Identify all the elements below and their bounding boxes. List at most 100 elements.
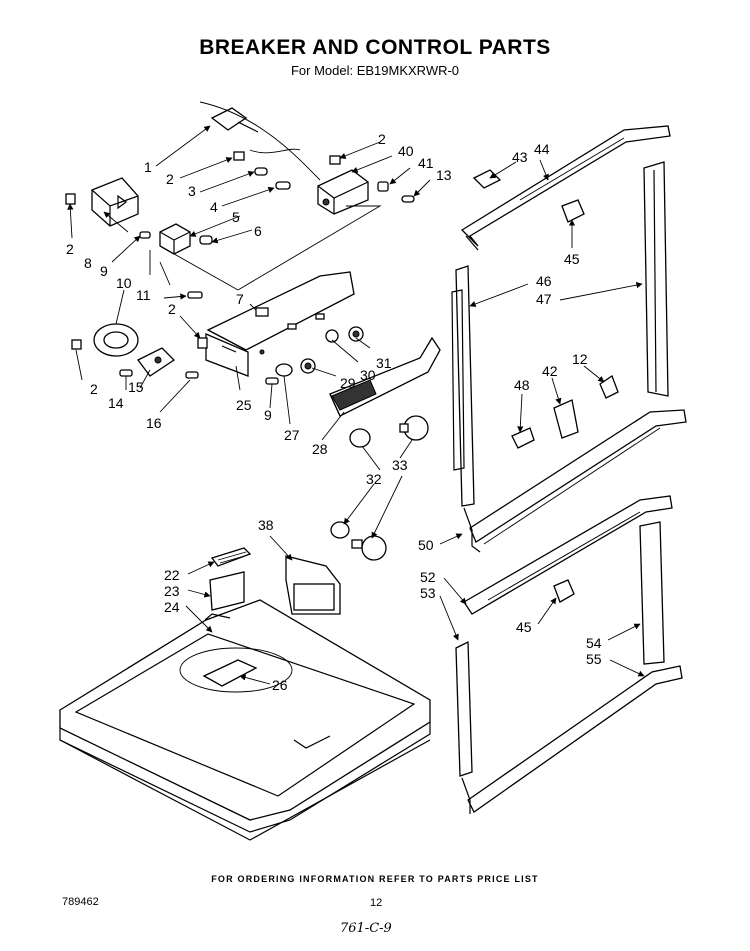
document-number: 789462 [62, 896, 99, 908]
handwritten-note: 761-C-9 [340, 921, 392, 936]
part-41-cap [377, 181, 389, 192]
callout-44: 44 [534, 141, 550, 157]
callout-46: 46 [536, 273, 552, 289]
ordering-note: FOR ORDERING INFORMATION REFER TO PARTS … [211, 874, 539, 884]
part-26-cutout [179, 647, 293, 693]
callout-6: 6 [254, 223, 262, 239]
callout-45-b: 45 [516, 619, 532, 635]
page-number: 12 [370, 897, 383, 909]
part-2-screw [65, 193, 76, 205]
callout-25: 25 [236, 397, 252, 413]
part-46-left-rail [451, 265, 475, 507]
part-32-socket [349, 428, 371, 448]
part-24-bottom-panel [59, 599, 431, 841]
part-3-screw [254, 167, 268, 176]
callout-50: 50 [418, 537, 434, 553]
callout-14: 14 [108, 395, 124, 411]
callout-4: 4 [210, 199, 218, 215]
callout-52: 52 [420, 569, 436, 585]
part-16-screw [185, 371, 199, 379]
part-52-top-frame [463, 495, 673, 615]
part-5-relay [159, 223, 191, 255]
part-12-clip [599, 375, 619, 399]
callout-2-c: 2 [66, 241, 74, 257]
callout-9: 9 [100, 263, 108, 279]
callout-8: 8 [84, 255, 92, 271]
callout-40: 40 [398, 143, 414, 159]
callout-38: 38 [258, 517, 274, 533]
part-48-clip [511, 427, 535, 449]
callout-24: 24 [164, 599, 180, 615]
callout-5: 5 [232, 209, 240, 225]
callout-10: 10 [116, 275, 132, 291]
callout-7: 7 [236, 291, 244, 307]
part-50-bottom-frame [463, 409, 687, 553]
part-33-bulb [399, 415, 429, 441]
part-23-vent-duct [209, 571, 245, 611]
callout-45: 45 [564, 251, 580, 267]
callout-2-e: 2 [90, 381, 98, 397]
model-subtitle: For Model: EB19MKXRWR-0 [290, 63, 460, 78]
page-title: BREAKER AND CONTROL PARTS [199, 36, 551, 59]
callout-9-b: 9 [264, 407, 272, 423]
part-6-plug [199, 235, 213, 245]
callout-15: 15 [128, 379, 144, 395]
part-2-clip-d [71, 339, 82, 350]
callout-28: 28 [312, 441, 328, 457]
callout-30: 30 [360, 367, 376, 383]
callout-2-b: 2 [378, 131, 386, 147]
part-29-switch [300, 358, 316, 374]
callout-55: 55 [586, 651, 602, 667]
leader-lines [67, 125, 645, 685]
callout-2: 2 [166, 171, 174, 187]
callout-48: 48 [514, 377, 530, 393]
part-32-socket-b [330, 521, 350, 539]
part-27-knob [275, 363, 293, 377]
part-45-clip [561, 199, 585, 223]
part-30-switch [325, 329, 339, 343]
part-14-screw [119, 369, 133, 377]
callout-12: 12 [572, 351, 588, 367]
part-45-clip-b [553, 579, 575, 603]
part-8-bracket [91, 177, 139, 227]
callout-23: 23 [164, 583, 180, 599]
part-55-bottom-frame [461, 665, 683, 814]
callout-54: 54 [586, 635, 602, 651]
part-9-screw-b [265, 377, 279, 385]
callout-13: 13 [436, 167, 452, 183]
part-53-left-rail [455, 640, 473, 777]
part-2-clip-c [197, 337, 208, 349]
callout-labels: 1 2 3 4 5 6 2 40 41 13 2 8 9 10 11 7 2 2… [66, 131, 602, 693]
callout-53: 53 [420, 585, 436, 601]
part-31-switch [348, 326, 364, 342]
callout-1: 1 [144, 159, 152, 175]
callout-31: 31 [376, 355, 392, 371]
callout-3: 3 [188, 183, 196, 199]
part-2-clip [233, 151, 245, 161]
part-15-switch [137, 347, 176, 377]
part-38-light-shield [285, 555, 341, 615]
part-2-connector [329, 155, 341, 165]
callout-26: 26 [272, 677, 288, 693]
part-28-trim [329, 336, 441, 417]
part-13-pin [401, 195, 415, 203]
callout-47: 47 [536, 291, 552, 307]
part-1-knob [210, 107, 259, 133]
callout-16: 16 [146, 415, 162, 431]
part-43-clip [472, 169, 502, 189]
part-9-screw [139, 231, 151, 239]
part-40-control-module [317, 169, 369, 215]
part-47-right-rail [643, 161, 669, 397]
callout-42: 42 [542, 363, 558, 379]
callout-22: 22 [164, 567, 180, 583]
callout-33: 33 [392, 457, 408, 473]
callout-29: 29 [340, 375, 356, 391]
part-54-right-rail [639, 521, 665, 665]
part-33-bulb-b [351, 535, 387, 561]
part-11-screw [187, 291, 203, 299]
callout-41: 41 [418, 155, 434, 171]
callout-2-d: 2 [168, 301, 176, 317]
part-25-housing [205, 333, 265, 377]
part-10-bracket [93, 323, 139, 357]
